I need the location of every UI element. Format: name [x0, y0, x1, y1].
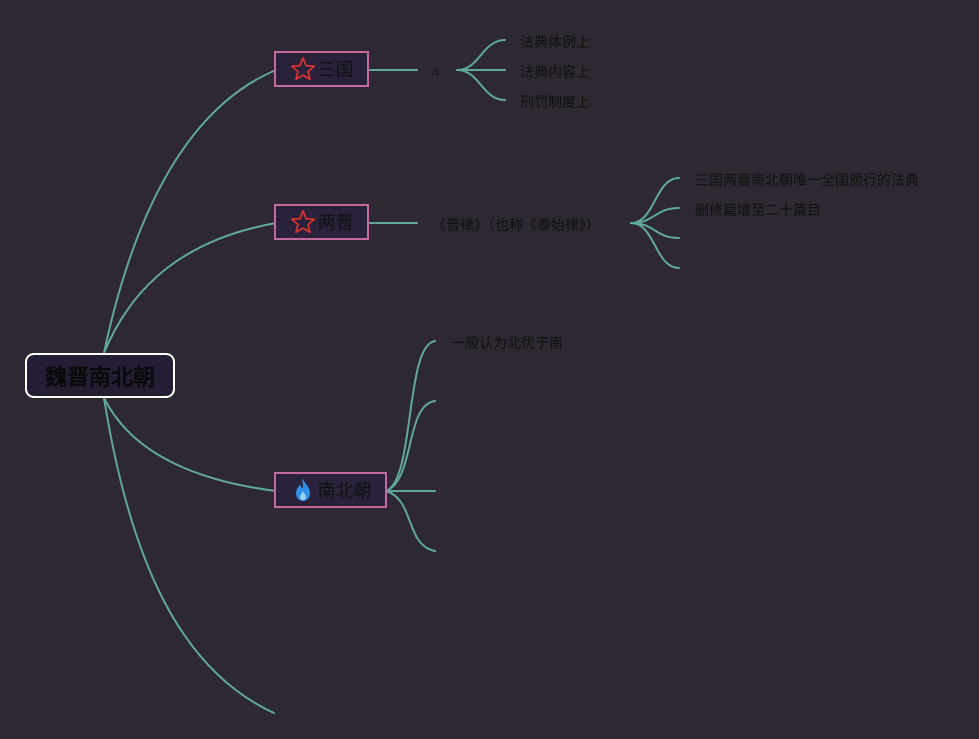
branch-label-liangjin: 两晋	[317, 213, 354, 234]
branch-node-nanbeichao[interactable]: 南北朝	[274, 472, 387, 508]
topic-liangjin-child[interactable]: 《晋律》（也称《泰始律》）	[432, 218, 600, 234]
connector-root-nanbeichao	[103, 397, 277, 492]
branch-label-sanguo: 三国	[317, 60, 354, 81]
connector-nanbeichao-leaf-4	[385, 490, 436, 552]
connector-sanguo-leaf-3	[456, 69, 506, 101]
branch-label-nanbeichao: 南北朝	[317, 481, 372, 502]
fire-icon	[290, 477, 316, 503]
leaf-liangjin-2[interactable]: 删修篇增至二十篇目	[695, 203, 821, 219]
connector-nanbeichao-leaf-2	[385, 400, 436, 492]
connector-root-sanguo	[103, 69, 277, 354]
leaf-nanbeichao-1[interactable]: 一般认为北优于南	[451, 336, 563, 352]
leaf-sanguo-1[interactable]: 法典体例上	[520, 35, 590, 51]
connector-root-liangjin	[103, 222, 277, 354]
root-label: 魏晋南北朝	[44, 365, 155, 391]
root-node[interactable]: 魏晋南北朝	[25, 353, 175, 398]
topic-sanguo-child[interactable]: a	[432, 64, 440, 78]
leaf-sanguo-2[interactable]: 法典内容上	[520, 65, 590, 81]
branch-node-liangjin[interactable]: 两晋	[274, 204, 369, 240]
star-icon	[290, 209, 316, 235]
connector-root-empty	[103, 397, 275, 714]
leaf-liangjin-1[interactable]: 三国两晋南北朝唯一全国颁行的法典	[695, 173, 919, 189]
branch-node-sanguo[interactable]: 三国	[274, 51, 369, 87]
leaf-sanguo-3[interactable]: 刑罚制度上	[520, 95, 590, 111]
connector-liangjin-leaf-4	[630, 222, 680, 269]
star-icon	[290, 56, 316, 82]
connector-nanbeichao-leaf-1	[385, 340, 436, 492]
connector-sanguo-leaf-1	[456, 39, 506, 71]
